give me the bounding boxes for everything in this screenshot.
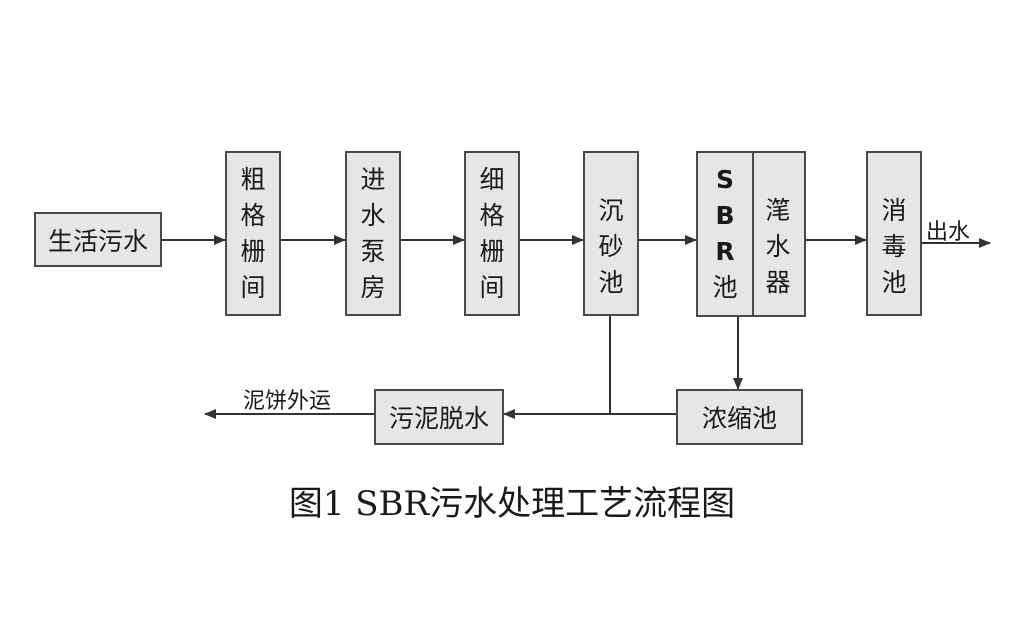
- coarse-screen-box: 粗格栅间: [225, 151, 281, 316]
- dewatering-label: 污泥脱水: [388, 404, 489, 433]
- domestic-sewage-box: 生活污水: [34, 212, 162, 267]
- sludge-cake-out-label: 泥饼外运: [243, 389, 332, 414]
- decanter-label: 滗水器: [765, 196, 791, 297]
- disinfection-label: 消毒池: [881, 196, 907, 297]
- dewatering-box: 污泥脱水: [374, 389, 504, 445]
- figure-caption: 图1 SBR污水处理工艺流程图: [288, 484, 736, 524]
- thickener-label: 浓缩池: [701, 404, 777, 433]
- disinfection-box: 消毒池: [866, 151, 922, 316]
- thickener-box: 浓缩池: [676, 389, 803, 445]
- domestic-sewage-label: 生活污水: [47, 226, 148, 256]
- effluent-label: 出水: [926, 220, 971, 245]
- decanter-cell: 滗水器: [752, 153, 804, 315]
- influent-pump-box: 进水泵房: [345, 151, 401, 316]
- fine-screen-box: 细格栅间: [464, 151, 520, 316]
- grit-chamber-label: 沉砂池: [598, 196, 624, 297]
- influent-pump-label: 进水泵房: [360, 164, 386, 302]
- coarse-screen-label: 粗格栅间: [240, 164, 266, 302]
- grit-chamber-box: 沉砂池: [583, 151, 639, 316]
- fine-screen-label: 细格栅间: [479, 164, 505, 302]
